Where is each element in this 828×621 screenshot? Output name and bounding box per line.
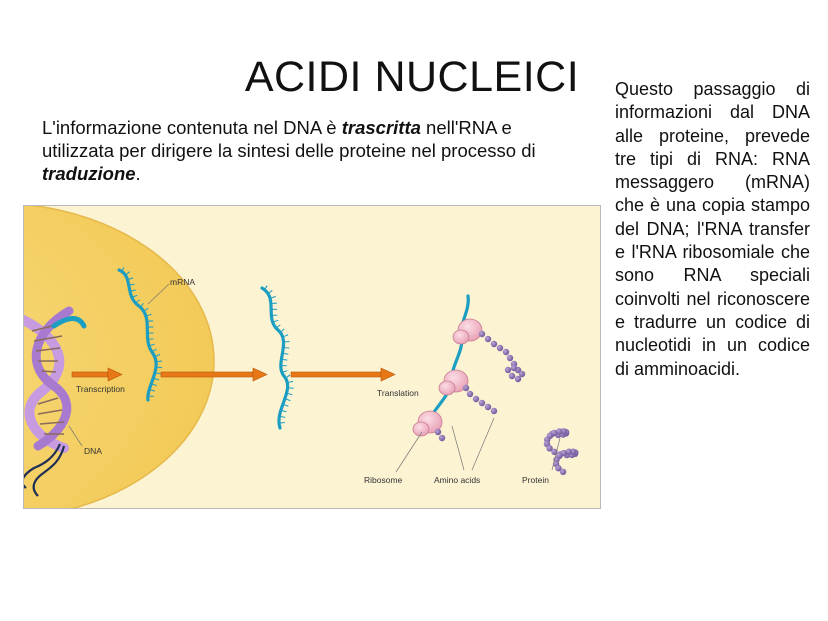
dna-helix (24, 306, 87, 497)
amino-acid-bead (559, 468, 567, 475)
arrow-transcription (71, 367, 123, 382)
amino-acid-bead (462, 384, 470, 392)
amino-acid-bead (546, 445, 553, 452)
figure-illustration: mRNA Transcription Translation (24, 206, 579, 508)
amino-acid-bead (438, 434, 446, 442)
figure-pointer-lines (68, 417, 561, 473)
intro-text-3: . (135, 163, 141, 184)
amino-acid-bead (506, 354, 514, 362)
arrow-export (160, 367, 268, 382)
label-ribosome: Ribosome (364, 475, 403, 485)
amino-acid-bead (502, 348, 510, 356)
amino-acid-bead (472, 395, 480, 403)
label-amino-acids: Amino acids (434, 475, 480, 485)
amino-acid-bead (484, 335, 492, 343)
arrow-translation (290, 367, 396, 382)
label-protein: Protein (522, 475, 549, 485)
amino-acid-bead (555, 465, 562, 472)
amino-acid-bead (434, 428, 442, 436)
label-dna: DNA (84, 446, 102, 456)
amino-acid-bead (514, 375, 522, 383)
intro-text-1: L'informazione contenuta nel DNA è (42, 117, 342, 138)
amino-acid-bead (510, 364, 518, 372)
amino-acid-bead (484, 403, 492, 411)
slide-title: ACIDI NUCLEICI (244, 53, 580, 101)
label-translation: Translation (377, 388, 419, 398)
side-paragraph: Questo passaggio di informazioni dal DNA… (615, 79, 810, 379)
intro-emphasis-translation: traduzione (42, 163, 136, 184)
mrna-strand-nucleus (117, 267, 163, 402)
amino-acid-bead (490, 407, 498, 415)
amino-acid-bead (556, 428, 563, 435)
amino-acid-bead (508, 372, 516, 380)
label-mrna: mRNA (170, 277, 195, 287)
amino-acid-bead (466, 390, 474, 398)
nucleus-shape (24, 206, 215, 508)
amino-acid-bead (496, 344, 504, 352)
intro-emphasis-transcription: trascritta (341, 117, 421, 138)
ribosome-2 (438, 369, 469, 396)
ribosome-3 (412, 410, 443, 437)
protein-synthesis-figure: mRNA Transcription Translation (23, 205, 601, 509)
label-transcription: Transcription (76, 384, 125, 394)
intro-paragraph: L'informazione contenuta nel DNA è trasc… (42, 116, 582, 185)
amino-acid-bead (565, 448, 573, 455)
amino-acid-bead (518, 370, 526, 378)
intro-text-2: nell'RNA e utilizzata per dirigere la si… (42, 117, 536, 161)
ribosome-1 (452, 318, 483, 345)
amino-acid-bead (490, 340, 498, 348)
amino-acid-bead (478, 330, 486, 338)
mrna-strand-translation (427, 294, 470, 422)
amino-acid-bead (478, 399, 486, 407)
mrna-pointer-line (147, 283, 170, 305)
amino-acid-bead (504, 366, 512, 374)
mrna-strand-cytoplasm (260, 285, 294, 430)
amino-acid-chains (434, 330, 579, 475)
